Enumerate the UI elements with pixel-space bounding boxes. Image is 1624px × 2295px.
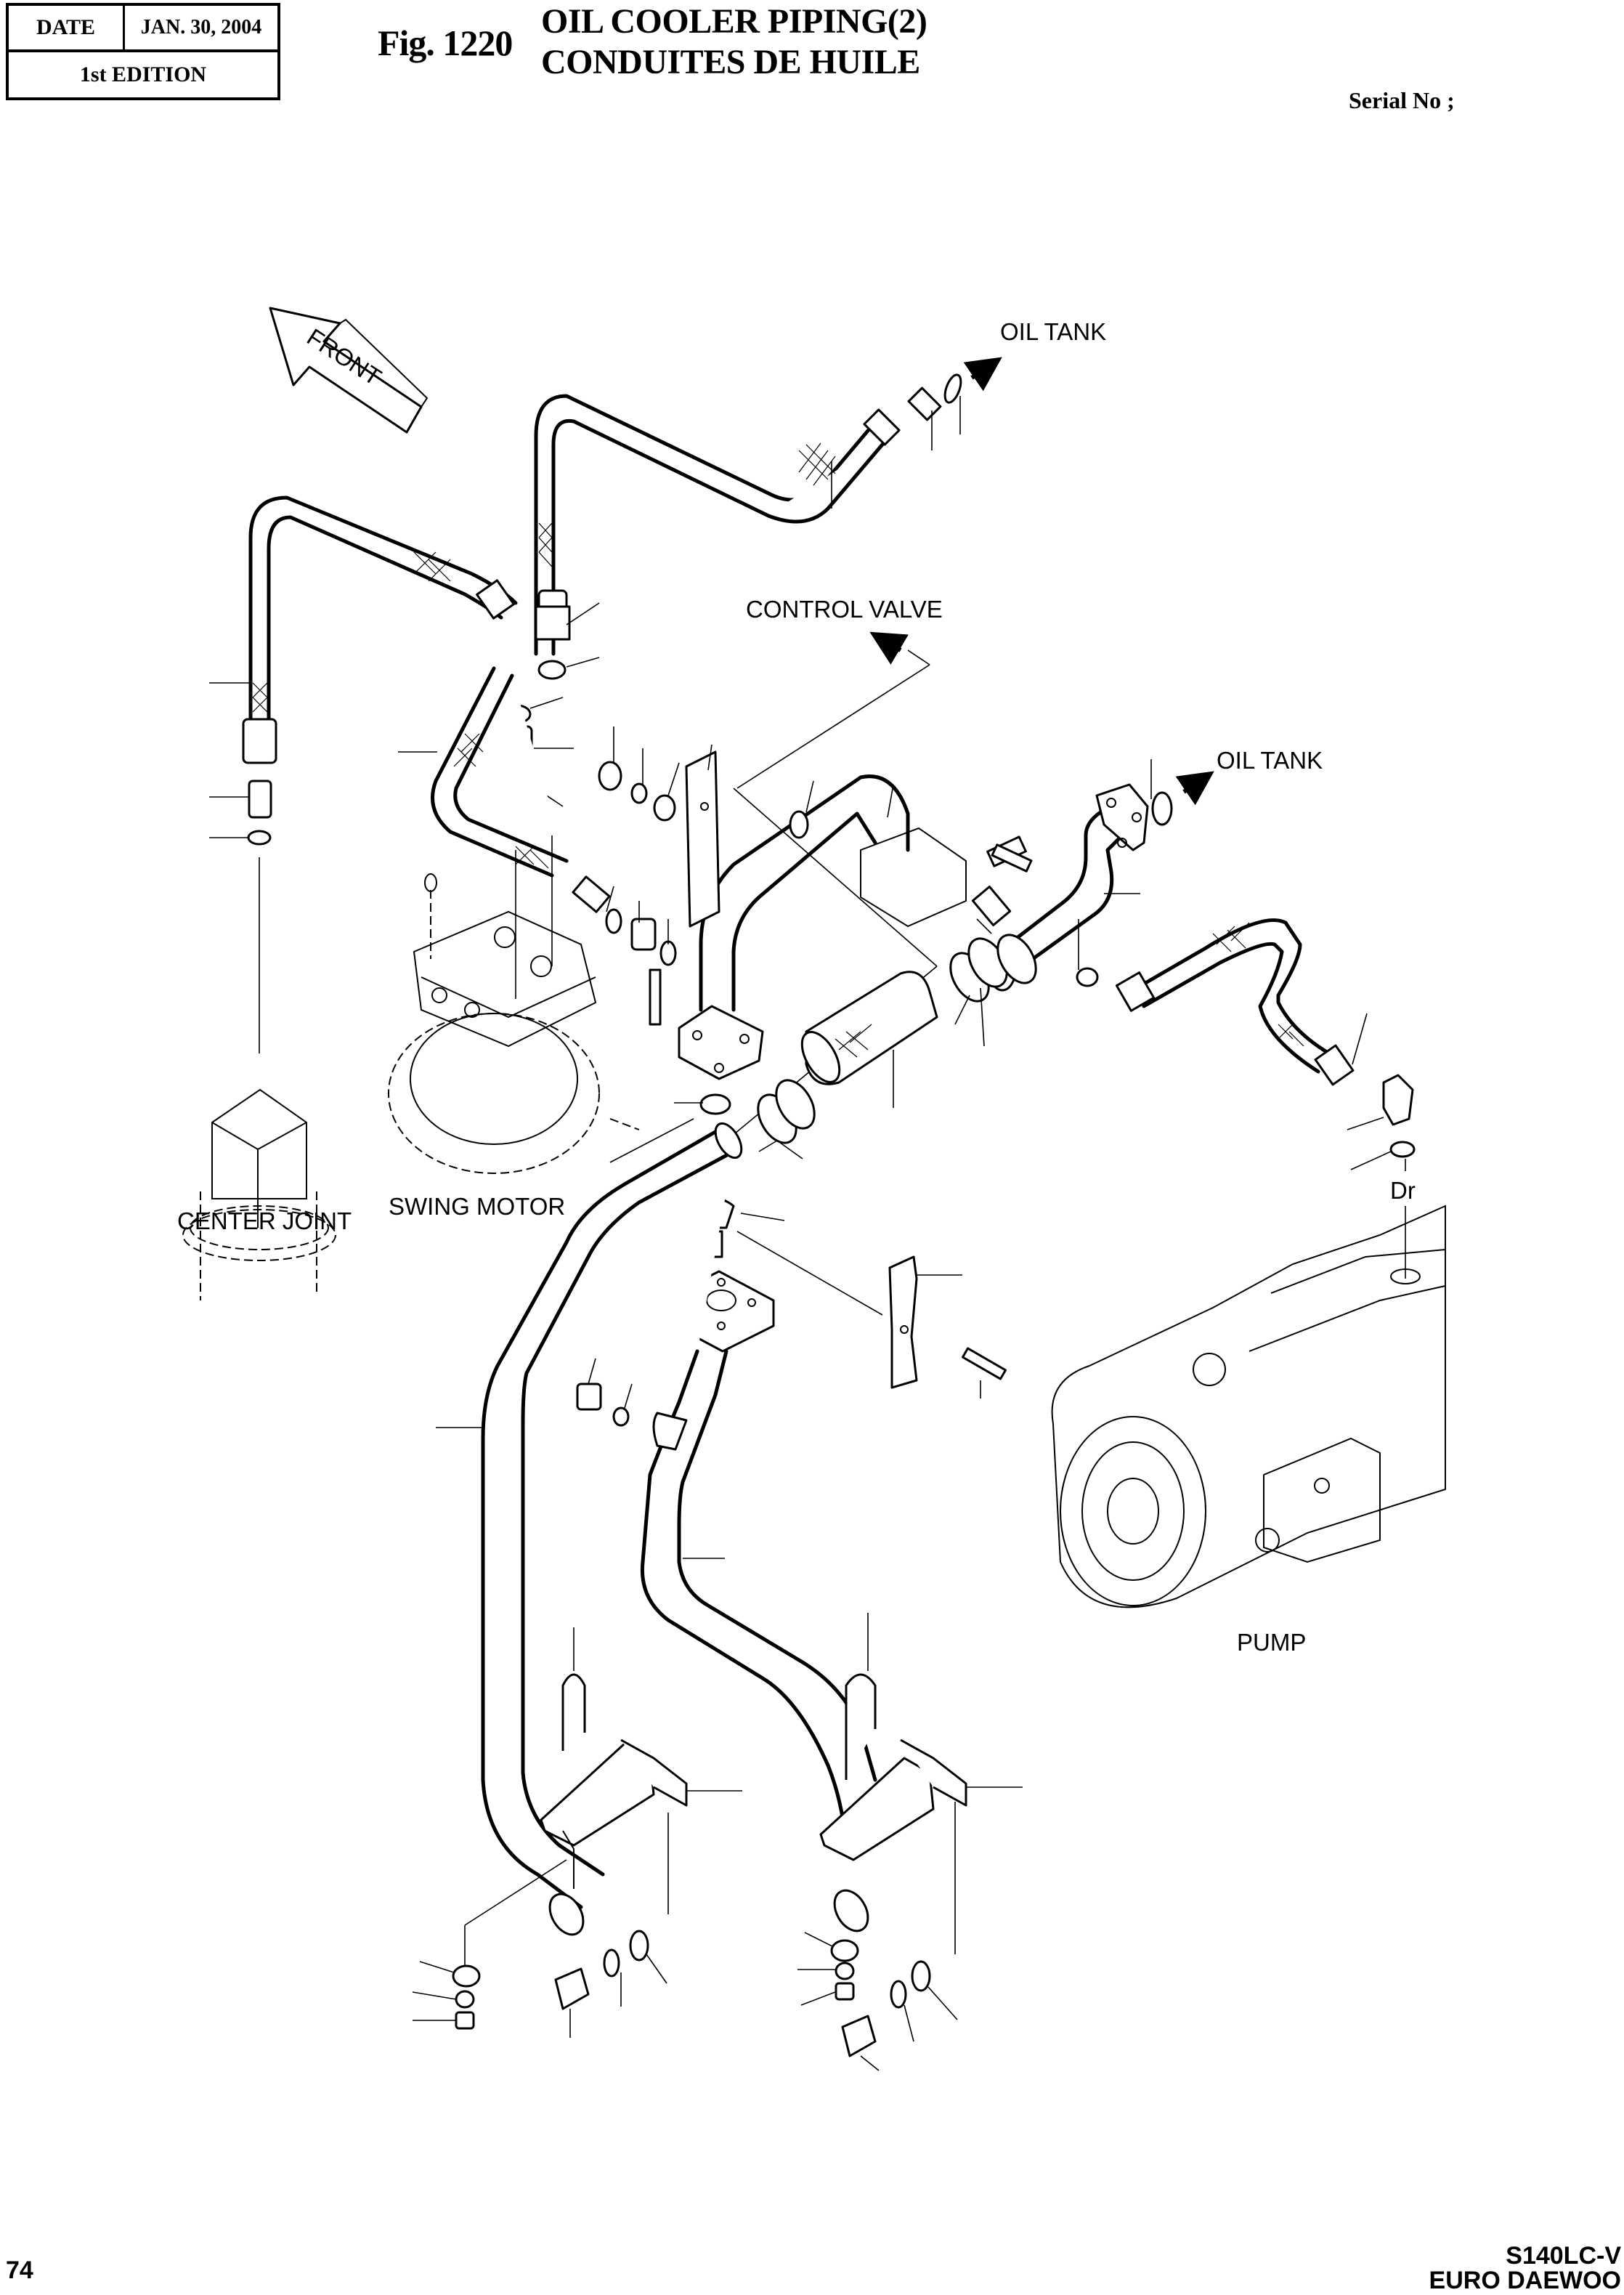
hydraulic-pump: PUMP <box>1051 1205 1446 1656</box>
center-joint: CENTER JOINT <box>177 1088 352 1300</box>
title-english: OIL COOLER PIPING(2) <box>541 2 927 41</box>
pump-label: PUMP <box>1237 1629 1306 1656</box>
date-edition-box: DATE JAN. 30, 2004 1st EDITION <box>6 3 280 100</box>
control-valve-label: CONTROL VALVE <box>746 596 943 623</box>
center-joint-hose <box>209 495 518 1053</box>
model-info: S140LC-V EURO DAEWOO <box>1429 2243 1621 2293</box>
pump-drain-hose: Dr <box>1115 918 1416 1279</box>
center-joint-label: CENTER JOINT <box>177 1207 352 1234</box>
title-french: CONDUITES DE HUILE <box>541 43 920 81</box>
date-value: JAN. 30, 2004 <box>140 16 262 39</box>
oil-tank-return-hose-top: OIL TANK <box>534 318 1106 656</box>
control-valve-pipe: CONTROL VALVE <box>598 596 1027 1141</box>
model-name: S140LC-V <box>1506 2242 1621 2270</box>
swing-motor: SWING MOTOR <box>388 835 600 1220</box>
brand-name: EURO DAEWOO <box>1429 2267 1621 2294</box>
oil-tank-label-right: OIL TANK <box>1217 747 1323 774</box>
u-bolt-bracket-left <box>412 1627 742 2038</box>
date-label: DATE <box>9 6 125 49</box>
oil-tank-label-top: OIL TANK <box>1000 318 1106 345</box>
date-row: DATE JAN. 30, 2004 <box>9 6 277 52</box>
serial-number-label: Serial No ; <box>1349 87 1455 113</box>
swing-motor-hose <box>398 666 677 966</box>
figure-title: OIL COOLER PIPING(2) CONDUITES DE HUILE <box>541 1 927 83</box>
u-bolt-bracket-right <box>797 1613 1023 2071</box>
swing-motor-label: SWING MOTOR <box>389 1193 565 1220</box>
hose-and-clamps <box>757 934 1037 1159</box>
drain-port-label: Dr <box>1390 1177 1416 1204</box>
lower-middle-tube <box>576 1349 877 1847</box>
edition-label: 1st EDITION <box>79 62 207 86</box>
page-number: 74 <box>6 2256 33 2284</box>
figure-number: Fig. 1220 <box>378 23 513 63</box>
front-direction-arrow: FRONT <box>269 307 429 434</box>
